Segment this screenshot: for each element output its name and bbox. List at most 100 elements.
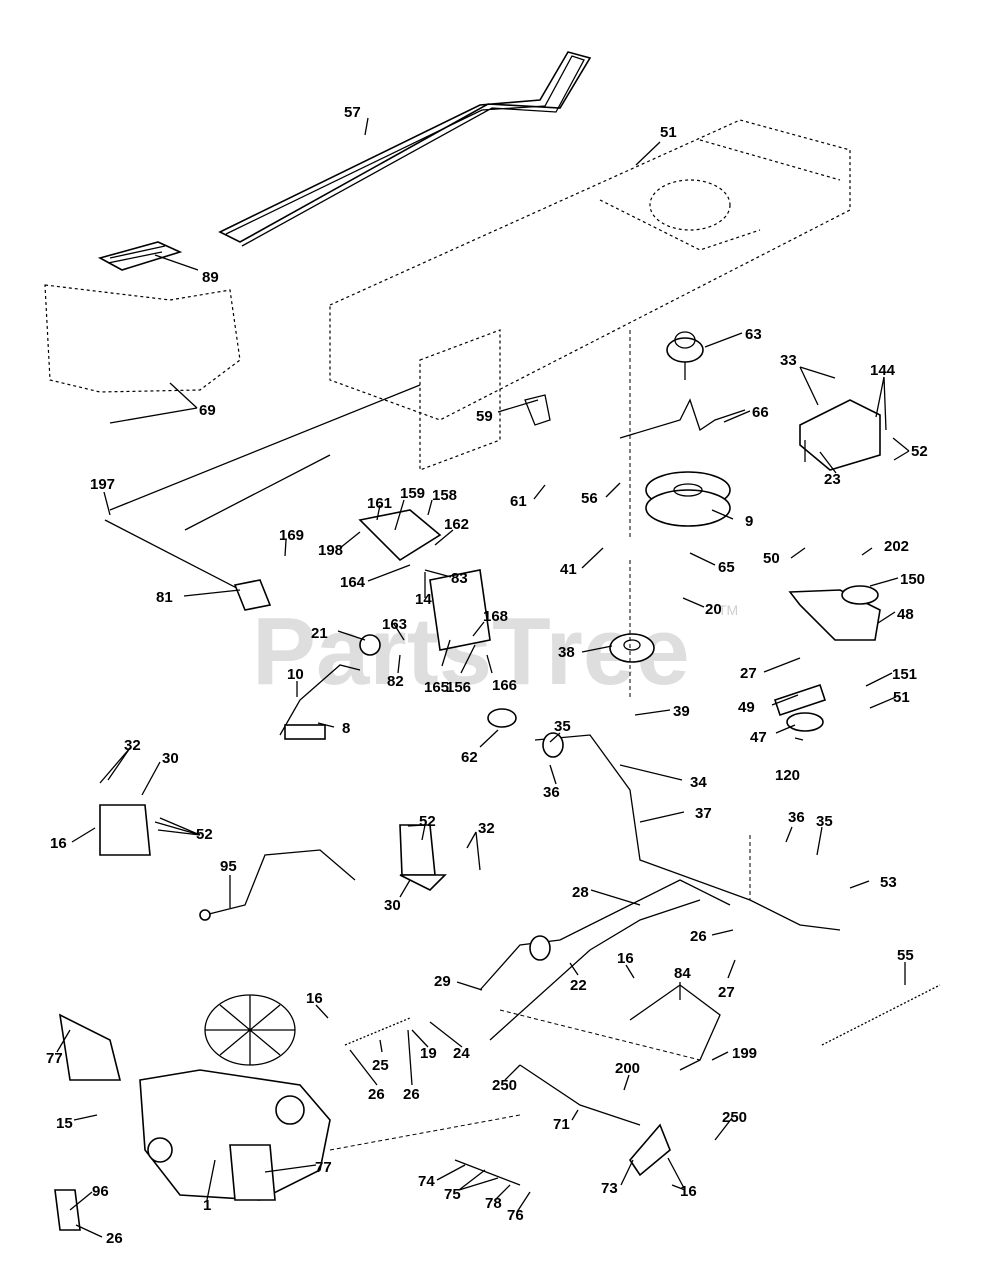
rod-71 (519, 1064, 641, 1126)
callout-197: 197 (90, 476, 115, 493)
callout-65: 65 (718, 559, 735, 576)
callout-96: 96 (92, 1183, 109, 1200)
callout-168: 168 (483, 608, 508, 625)
callout-82: 82 (387, 673, 404, 690)
bracket-73 (628, 1123, 671, 1177)
callout-78: 78 (485, 1195, 502, 1212)
callout-163: 163 (382, 616, 407, 633)
callout-36: 36 (543, 784, 560, 801)
callout-83: 83 (451, 570, 468, 587)
callout-34: 34 (690, 774, 707, 791)
idler-47 (773, 683, 827, 732)
callout-63: 63 (745, 326, 762, 343)
callout-35: 35 (554, 718, 571, 735)
callout-26c: 26 (403, 1086, 420, 1103)
callout-202: 202 (884, 538, 909, 555)
callout-61: 61 (510, 493, 527, 510)
callout-76: 76 (507, 1207, 524, 1224)
callout-52c: 52 (419, 813, 436, 830)
guide-lines (329, 330, 751, 1151)
bracket-23 (799, 399, 881, 471)
callout-77b: 77 (315, 1159, 332, 1176)
callout-39: 39 (673, 703, 690, 720)
callout-16c: 16 (306, 990, 323, 1007)
callout-27b: 27 (718, 984, 735, 1001)
callout-150: 150 (900, 571, 925, 588)
callout-49: 49 (738, 699, 755, 716)
callout-74: 74 (418, 1173, 435, 1190)
callout-77: 77 (46, 1050, 63, 1067)
spring-25 (344, 1017, 411, 1046)
rod-95 (199, 849, 356, 921)
callout-52: 52 (911, 443, 928, 460)
transmission-assembly (58, 994, 331, 1201)
callout-200: 200 (615, 1060, 640, 1077)
callout-156: 156 (446, 679, 471, 696)
rod-28-22 (479, 879, 731, 1041)
callout-51b: 51 (893, 689, 910, 706)
callout-24: 24 (453, 1045, 470, 1062)
callout-8: 8 (342, 720, 350, 737)
callout-164: 164 (340, 574, 366, 591)
callout-159: 159 (400, 485, 425, 502)
callout-51: 51 (660, 124, 677, 141)
callout-19: 19 (420, 1045, 437, 1062)
clutch-9 (645, 471, 731, 527)
spring-55 (821, 984, 941, 1046)
callout-56: 56 (581, 490, 598, 507)
watermark-trademark: TM (718, 602, 738, 618)
callout-66: 66 (752, 404, 769, 421)
callout-1: 1 (203, 1197, 211, 1214)
callout-75: 75 (444, 1186, 461, 1203)
callout-38: 38 (558, 644, 575, 661)
callout-199: 199 (732, 1045, 757, 1062)
callout-73: 73 (601, 1180, 618, 1197)
callout-16d: 16 (680, 1183, 697, 1200)
callout-48: 48 (897, 606, 914, 623)
callout-69: 69 (199, 402, 216, 419)
callout-161: 161 (367, 495, 392, 512)
callout-9: 9 (745, 513, 753, 530)
callout-120: 120 (775, 767, 800, 784)
axle-74 (454, 1159, 521, 1186)
rod-81 (104, 519, 272, 611)
callout-62: 62 (461, 749, 478, 766)
callout-33: 33 (780, 352, 797, 369)
callout-71: 71 (553, 1116, 570, 1133)
callout-169: 169 (279, 527, 304, 544)
callout-84: 84 (674, 965, 691, 982)
callout-55: 55 (897, 947, 914, 964)
callout-151: 151 (892, 666, 917, 683)
callout-165: 165 (424, 679, 449, 696)
drive-belt-57 (218, 51, 592, 247)
leader-lines (56, 117, 910, 1238)
callout-32b: 32 (478, 820, 495, 837)
callout-29: 29 (434, 973, 451, 990)
callout-26d: 26 (106, 1230, 123, 1247)
callout-25: 25 (372, 1057, 389, 1074)
callout-95: 95 (220, 858, 237, 875)
tractor-frame (329, 119, 851, 471)
callout-166: 166 (492, 677, 517, 694)
callout-26b: 26 (368, 1086, 385, 1103)
callout-158: 158 (432, 487, 457, 504)
callout-162: 162 (444, 516, 469, 533)
callout-30b: 30 (384, 897, 401, 914)
callout-198: 198 (318, 542, 343, 559)
callout-57: 57 (344, 104, 361, 121)
brake-parts-center (358, 509, 491, 656)
callout-250b: 250 (722, 1109, 747, 1126)
link-84-199 (629, 984, 721, 1071)
callout-41: 41 (560, 561, 577, 578)
callout-22: 22 (570, 977, 587, 994)
callout-28: 28 (572, 884, 589, 901)
pulley-63 (666, 331, 704, 380)
shaft-34-37 (487, 708, 841, 931)
callout-labels: 57 51 89 63 33 144 69 66 59 52 23 197 16… (46, 104, 928, 1247)
callout-14: 14 (415, 591, 432, 608)
callout-23: 23 (824, 471, 841, 488)
callout-20: 20 (705, 601, 722, 618)
callout-144: 144 (870, 362, 896, 379)
callout-26: 26 (690, 928, 707, 945)
